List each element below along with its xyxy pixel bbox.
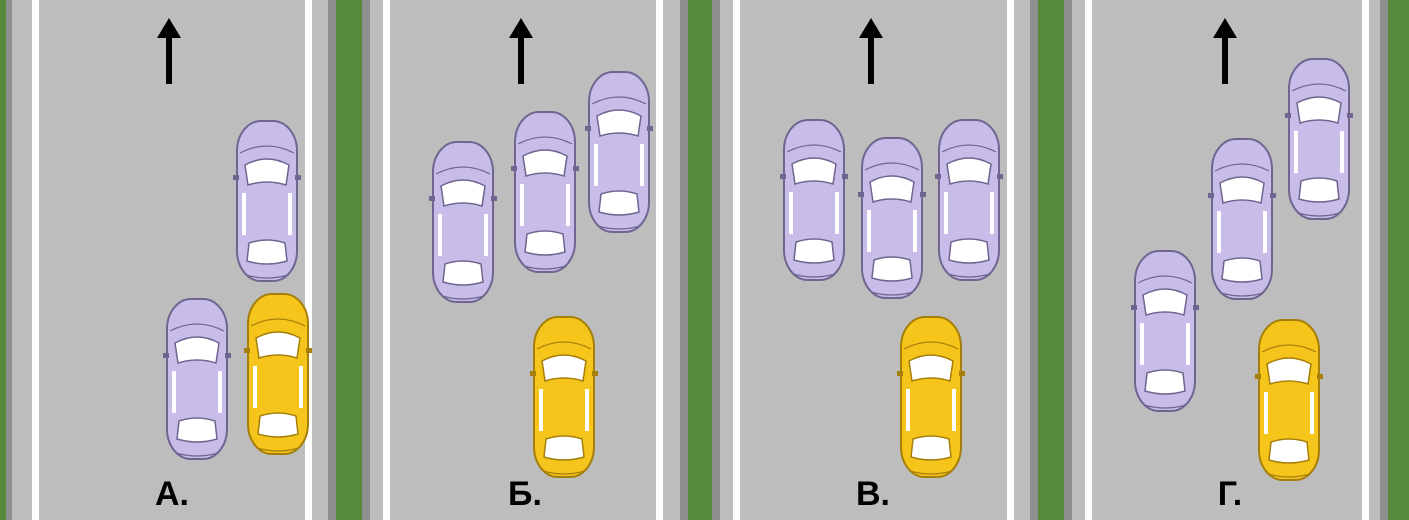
grass-strip xyxy=(1388,0,1409,520)
grass-strip xyxy=(0,0,6,520)
car-icon xyxy=(1208,138,1276,300)
car-icon xyxy=(858,137,926,299)
option-label-a: А. xyxy=(155,475,189,513)
road-edge xyxy=(1064,0,1072,520)
up-arrow-icon xyxy=(509,18,533,84)
car-icon xyxy=(935,119,1003,281)
option-label-b: Б. xyxy=(508,475,542,513)
road-edge xyxy=(328,0,336,520)
car-icon xyxy=(233,120,301,282)
grass-strip xyxy=(1038,0,1064,520)
lane-line xyxy=(1085,0,1092,520)
option-label-v: В. xyxy=(856,475,890,513)
option-label-g: Г. xyxy=(1217,475,1243,513)
car-icon xyxy=(511,111,579,273)
lane-line xyxy=(656,0,663,520)
car-icon xyxy=(530,316,598,478)
up-arrow-icon xyxy=(157,18,181,84)
car-icon xyxy=(163,298,231,460)
car-icon xyxy=(585,71,653,233)
lane-line xyxy=(305,0,312,520)
lane-line xyxy=(1362,0,1369,520)
lane-line xyxy=(733,0,740,520)
car-icon xyxy=(1285,58,1353,220)
car-icon xyxy=(780,119,848,281)
lane-line xyxy=(1007,0,1014,520)
road-edge xyxy=(362,0,370,520)
grass-strip xyxy=(336,0,362,520)
up-arrow-icon xyxy=(1213,18,1237,84)
car-icon xyxy=(244,293,312,455)
grass-strip xyxy=(688,0,712,520)
lane-line xyxy=(32,0,39,520)
up-arrow-icon xyxy=(859,18,883,84)
road-edge xyxy=(1380,0,1388,520)
road-edge xyxy=(1030,0,1038,520)
car-icon xyxy=(1255,319,1323,481)
car-icon xyxy=(429,141,497,303)
car-icon xyxy=(1131,250,1199,412)
lane-line xyxy=(383,0,390,520)
road-edge xyxy=(680,0,688,520)
road-edge xyxy=(712,0,720,520)
car-icon xyxy=(897,316,965,478)
